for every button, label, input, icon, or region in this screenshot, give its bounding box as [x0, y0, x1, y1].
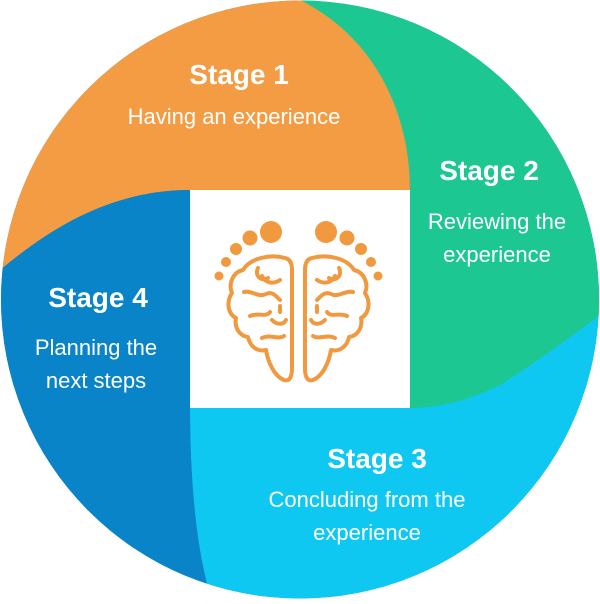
stage-3-desc-line-1: Concluding from the	[269, 487, 466, 512]
stage-3-title: Stage 3	[327, 443, 427, 474]
stage-4-desc-line-2: next steps	[46, 368, 146, 393]
stage-1-desc-line-1: Having an experience	[128, 104, 341, 129]
stage-2-desc-line-2: experience	[443, 242, 551, 267]
brain-feet-icon	[214, 221, 383, 383]
stage-4-segment	[1, 190, 220, 599]
stage-2-desc-line-1: Reviewing the	[428, 209, 566, 234]
center-square	[190, 190, 410, 408]
stage-3-desc-line-2: experience	[313, 520, 421, 545]
stage-2-title: Stage 2	[439, 155, 539, 186]
stage-1-title: Stage 1	[189, 59, 289, 90]
stage-4-title: Stage 4	[48, 282, 148, 313]
stage-4-desc-line-1: Planning the	[35, 335, 157, 360]
stage-3-segment	[190, 160, 599, 599]
